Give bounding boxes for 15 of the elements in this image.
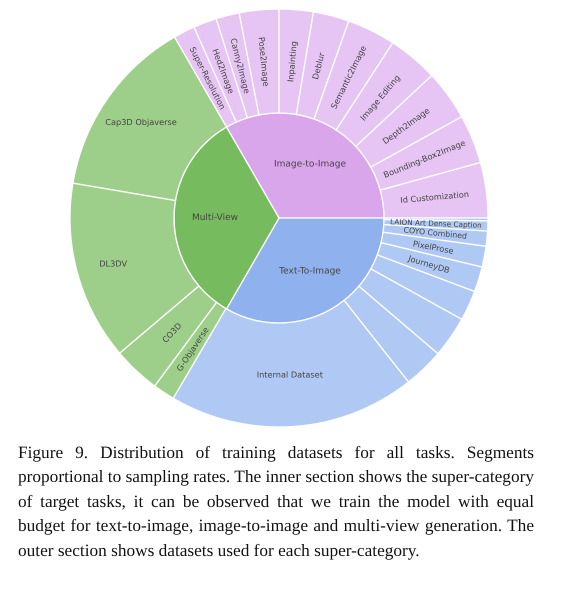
segment-label: Pose2Image [258,36,270,87]
segment-label: Deblur [310,52,326,80]
outer-ring-segment [118,285,218,387]
outer-ring-segment [370,254,476,320]
outer-ring-segment [343,286,439,383]
segment-label: Inpainting [286,40,298,82]
segment-label: Text-To-Image [279,267,341,276]
segment-label: Internal Dataset [256,370,323,379]
segment-label: Id Customization [400,190,470,204]
segment-label: PixelProse [412,239,454,255]
segment-label: Image-to-Image [274,160,346,169]
segment-label: DL3DV [99,259,128,268]
segment-label: Multi-View [192,214,238,222]
segment-label: Cap3D Objaverse [105,118,177,126]
figure-caption: Figure 9. Distribution of training datasets for all tasks. Segments proportional to sampling rates. The inner section shows the super-category of target tasks, it can be observed that we train the model with equal budget for text-to-image, image-to-image and multi-view generation. The outer section shows datasets used for each super-category. [18,442,534,562]
